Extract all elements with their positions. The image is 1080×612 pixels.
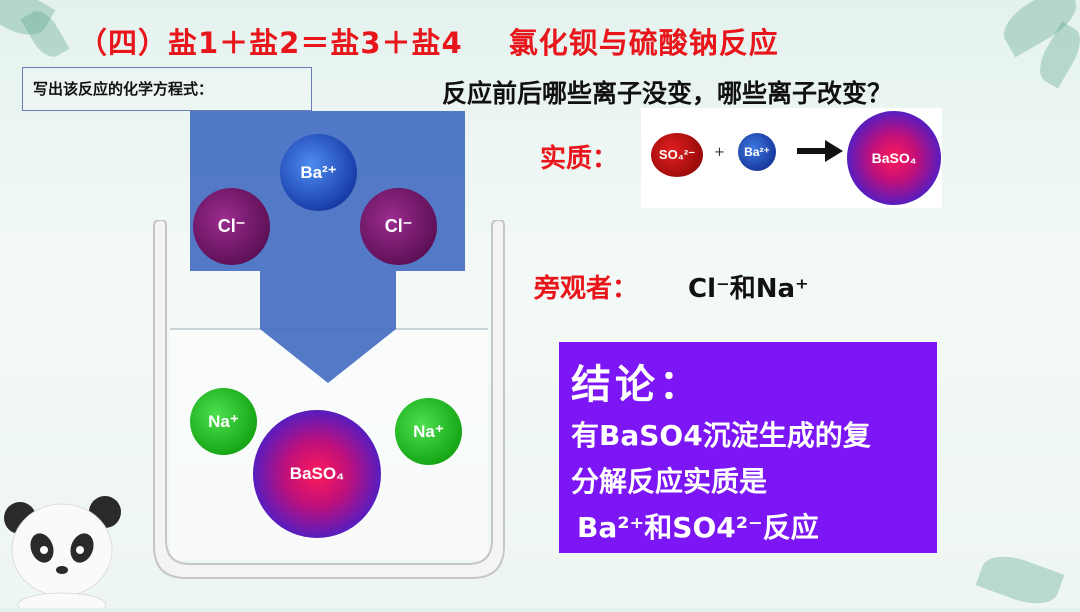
cl-ion-left: Cl⁻ — [193, 188, 270, 265]
slide-title: （四）盐1＋盐2＝盐3＋盐4 氯化钡与硫酸钠反应 — [78, 20, 779, 62]
plus-sign: + — [714, 145, 725, 160]
conclusion-line2: 分解反应实质是 — [571, 465, 768, 498]
conclusion-box: 结论： 有BaSO4沉淀生成的复 分解反应实质是 Ba²⁺和SO4²⁻反应 — [559, 342, 937, 553]
conclusion-title: 结论： — [571, 362, 703, 408]
essence-label: 实质： — [540, 144, 619, 174]
reaction-down-arrow — [190, 111, 465, 383]
spectator-ions: Cl⁻和Na⁺ — [688, 274, 809, 304]
na-ion-left: Na⁺ — [190, 388, 257, 455]
panda-icon — [4, 496, 121, 608]
question-text: 反应前后哪些离子没变，哪些离子改变？ — [442, 79, 893, 108]
title-part2: 氯化钡与硫酸钠反应 — [508, 26, 779, 60]
cl-ion-right: Cl⁻ — [360, 188, 437, 265]
equation-prompt-box: 写出该反应的化学方程式： — [22, 67, 312, 111]
beaker — [153, 220, 505, 579]
baso4-precipitate: BaSO₄ — [253, 410, 381, 538]
title-part1: （四）盐1＋盐2＝盐3＋盐4 — [78, 26, 463, 60]
spectator-label: 旁观者： — [534, 274, 639, 304]
na-ion-right: Na⁺ — [395, 398, 462, 465]
leaf-decoration — [975, 547, 1065, 612]
ba-ion-small: Ba²⁺ — [738, 133, 776, 171]
so4-ion-small: SO₄²⁻ — [651, 133, 703, 177]
ba-ion: Ba²⁺ — [280, 134, 357, 211]
conclusion-line1: 有BaSO4沉淀生成的复 — [571, 419, 871, 452]
right-arrow-icon — [797, 140, 843, 162]
conclusion-line3: Ba²⁺和SO4²⁻反应 — [577, 511, 819, 544]
baso4-small: BaSO₄ — [847, 111, 941, 205]
